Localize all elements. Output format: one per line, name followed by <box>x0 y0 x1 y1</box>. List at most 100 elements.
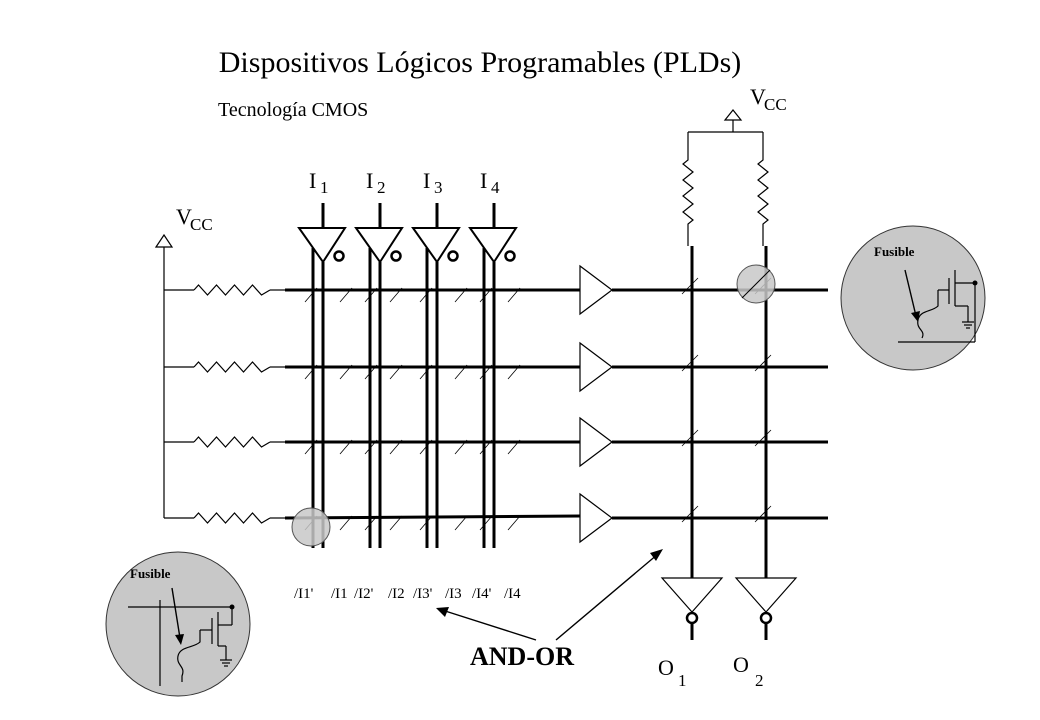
fuse-mark <box>419 287 433 303</box>
or-fuse-mark <box>681 354 699 372</box>
highlighted-fuse-bottom <box>291 507 331 547</box>
fuse-mark <box>389 287 403 303</box>
input-buffer <box>354 227 404 264</box>
input-label-sub: 4 <box>491 178 500 197</box>
fuse-mark <box>507 364 521 380</box>
fuse-mark <box>454 287 468 303</box>
column-label: /I1' <box>294 586 314 602</box>
product-term-rows <box>284 288 828 520</box>
fuse-mark <box>419 364 433 380</box>
fuse-mark <box>339 515 353 531</box>
row-buffer <box>579 416 613 468</box>
or-fuse-mark <box>754 505 772 523</box>
input-label: I <box>423 168 430 193</box>
fuse-mark <box>507 439 521 455</box>
input-label: I <box>480 168 487 193</box>
fuse-mark <box>389 439 403 455</box>
fuse-mark <box>339 287 353 303</box>
fuse-mark <box>304 287 318 303</box>
fusible-top-label: Fusible <box>874 244 915 259</box>
input-buffer <box>297 227 347 264</box>
pullup-resistor <box>193 361 271 373</box>
inverter-bubble <box>333 250 345 262</box>
input-label-sub: 3 <box>434 178 443 197</box>
input-columns <box>311 248 496 548</box>
or-fuse-mark <box>754 429 772 447</box>
output-label-2: O <box>733 652 749 677</box>
input-label: I <box>366 168 373 193</box>
column-label: /I2' <box>354 586 374 602</box>
fuse-mark <box>479 439 493 455</box>
fuse-mark <box>419 439 433 455</box>
column-label: /I4' <box>472 586 492 602</box>
fuse-mark <box>507 515 521 531</box>
and-or-label: AND-OR <box>470 642 574 671</box>
fuse-mark <box>479 364 493 380</box>
fusible-inset-bottom: Fusible <box>105 551 251 697</box>
fuse-marks <box>304 277 772 531</box>
column-label: /I2 <box>388 586 405 602</box>
and-or-arrows <box>436 549 663 641</box>
column-label: /I3 <box>445 586 462 602</box>
fuse-mark <box>479 515 493 531</box>
row-buffer <box>579 341 613 393</box>
column-labels: /I1'/I1/I2'/I2/I3'/I3/I4'/I4 <box>294 586 521 602</box>
fuse-mark <box>454 439 468 455</box>
fuse-mark <box>507 287 521 303</box>
fuse-mark <box>364 287 378 303</box>
inverter-bubble <box>390 250 402 262</box>
vcc-left: V CC <box>154 204 213 518</box>
fuse-mark <box>479 287 493 303</box>
fuse-mark <box>304 439 318 455</box>
row-buffer <box>579 264 613 316</box>
fuse-mark <box>364 515 378 531</box>
vcc-right: V CC <box>682 84 787 246</box>
fuse-mark <box>364 364 378 380</box>
product-term-line <box>284 514 581 520</box>
row-buffer <box>579 492 613 544</box>
input-label-sub: 2 <box>377 178 386 197</box>
fuse-mark <box>304 364 318 380</box>
pullup-resistor <box>193 512 271 524</box>
left-pullup-resistors <box>164 284 285 524</box>
output-resistor-2 <box>757 132 769 246</box>
output-label-1: O <box>658 655 674 680</box>
vcc-right-label: V <box>750 84 766 109</box>
inverter-bubble <box>447 250 459 262</box>
inverter-bubble <box>504 250 516 262</box>
fuse-mark <box>339 439 353 455</box>
column-label: /I4 <box>504 586 521 602</box>
input-label: I <box>309 168 316 193</box>
fusible-inset-top: Fusible <box>840 225 986 371</box>
row-buffers <box>579 264 613 544</box>
or-fuse-mark <box>754 354 772 372</box>
fuse-mark <box>389 364 403 380</box>
output-buffer-1 <box>660 577 724 640</box>
fuse-mark <box>364 439 378 455</box>
column-label: /I3' <box>413 586 433 602</box>
output-buffer-2 <box>734 577 798 640</box>
vcc-right-sub: CC <box>764 95 787 114</box>
vcc-left-label: V <box>176 204 192 229</box>
fusible-bottom-label: Fusible <box>130 566 171 581</box>
or-fuse-mark <box>681 429 699 447</box>
input-label-sub: 1 <box>320 178 329 197</box>
fuse-mark <box>454 364 468 380</box>
output-label-2-sub: 2 <box>755 671 764 690</box>
page-title: Dispositivos Lógicos Programables (PLDs) <box>219 46 741 79</box>
pullup-resistor <box>193 436 271 448</box>
fuse-mark <box>419 515 433 531</box>
vcc-left-sub: CC <box>190 215 213 234</box>
pullup-resistor <box>193 284 271 296</box>
input-buffer <box>468 227 518 264</box>
subtitle: Tecnología CMOS <box>218 99 368 121</box>
or-fuse-mark <box>681 505 699 523</box>
or-fuse-mark <box>681 277 699 295</box>
input-buffer <box>411 227 461 264</box>
output-label-1-sub: 1 <box>678 671 687 690</box>
fuse-mark <box>454 515 468 531</box>
output-resistor-1 <box>682 132 694 246</box>
fuse-mark <box>339 364 353 380</box>
